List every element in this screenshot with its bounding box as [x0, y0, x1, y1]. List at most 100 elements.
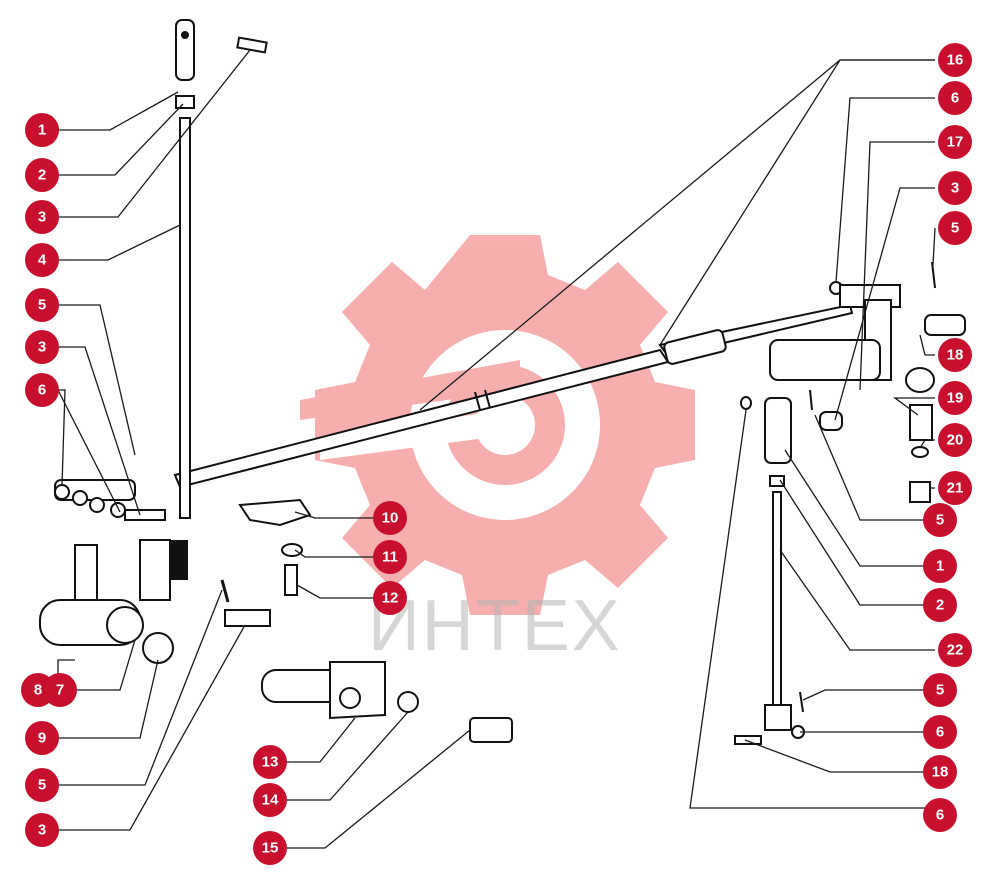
callout-number: 12 — [382, 590, 399, 607]
callout-marker — [938, 471, 972, 505]
callout-2: 2 — [25, 158, 59, 192]
callout-marker — [923, 673, 957, 707]
callout-number: 7 — [56, 682, 64, 699]
callout-11: 11 — [373, 540, 407, 574]
callout-marker — [938, 633, 972, 667]
callout-5: 5 — [923, 503, 957, 537]
callout-number: 20 — [947, 432, 964, 449]
callout-3: 3 — [25, 330, 59, 364]
callout-number: 8 — [34, 682, 42, 699]
callout-marker — [923, 755, 957, 789]
callout-marker — [25, 243, 59, 277]
callout-marker — [25, 813, 59, 847]
callout-number: 6 — [38, 382, 46, 399]
callout-marker — [923, 588, 957, 622]
callout-number: 13 — [262, 754, 279, 771]
callout-number: 16 — [947, 52, 964, 69]
callout-number: 5 — [38, 297, 46, 314]
callout-3: 3 — [25, 200, 59, 234]
vertical-rod-right — [734, 396, 805, 745]
callout-3: 3 — [938, 171, 972, 205]
callout-number: 1 — [936, 558, 944, 575]
callout-12: 12 — [373, 581, 407, 615]
callout-number: 3 — [38, 339, 46, 356]
callout-marker — [938, 125, 972, 159]
callout-number: 11 — [382, 549, 398, 566]
callout-22: 22 — [938, 633, 972, 667]
callout-number: 18 — [932, 764, 949, 781]
callout-6: 6 — [938, 81, 972, 115]
callout-number: 5 — [936, 512, 944, 529]
callout-number: 19 — [947, 390, 964, 407]
gear-icon — [300, 235, 695, 615]
callout-number: 6 — [936, 724, 944, 741]
callout-2: 2 — [923, 588, 957, 622]
callout-marker — [938, 81, 972, 115]
callout-number: 14 — [262, 792, 279, 809]
callout-number: 6 — [951, 90, 959, 107]
callout-marker — [25, 373, 59, 407]
callout-marker — [373, 501, 407, 535]
left-lever-assembly — [39, 479, 271, 664]
callout-number: 5 — [951, 220, 959, 237]
callout-number: 5 — [936, 682, 944, 699]
callout-1: 1 — [25, 113, 59, 147]
callout-marker — [253, 783, 287, 817]
callout-15: 15 — [253, 831, 287, 865]
callout-4: 4 — [25, 243, 59, 277]
callout-marker — [373, 581, 407, 615]
callout-9: 9 — [25, 721, 59, 755]
callout-10: 10 — [373, 501, 407, 535]
callout-number: 2 — [936, 597, 944, 614]
callout-marker — [938, 211, 972, 245]
callout-14: 14 — [253, 783, 287, 817]
callout-marker — [25, 288, 59, 322]
callout-number: 3 — [38, 209, 46, 226]
callout-number: 18 — [947, 347, 964, 364]
callout-marker — [253, 831, 287, 865]
callout-marker — [938, 338, 972, 372]
callout-7: 7 — [43, 673, 77, 707]
callout-5: 5 — [25, 768, 59, 802]
callout-number: 9 — [38, 730, 46, 747]
callout-20: 20 — [938, 423, 972, 457]
callout-21: 21 — [938, 471, 972, 505]
callout-marker — [373, 540, 407, 574]
callout-1: 1 — [923, 549, 957, 583]
callout-marker — [923, 715, 957, 749]
callout-number: 2 — [38, 167, 46, 184]
callout-number: 10 — [382, 510, 399, 527]
callout-marker — [923, 798, 957, 832]
callout-5: 5 — [25, 288, 59, 322]
callout-number: 22 — [947, 642, 964, 659]
leader-lines — [57, 49, 936, 849]
vertical-rod-left — [175, 19, 268, 519]
callout-marker — [25, 158, 59, 192]
callout-17: 17 — [938, 125, 972, 159]
callout-marker — [25, 330, 59, 364]
right-bellcrank-assembly — [769, 261, 966, 503]
callout-number: 6 — [936, 807, 944, 824]
bracket-and-fasteners — [238, 498, 312, 596]
callout-number: 4 — [38, 252, 47, 269]
callout-marker — [938, 423, 972, 457]
callout-marker — [923, 503, 957, 537]
control-cable — [173, 303, 854, 489]
callout-marker — [938, 171, 972, 205]
watermark: ИНТЕХ — [300, 235, 695, 666]
callout-number: 3 — [38, 822, 46, 839]
callout-number: 15 — [262, 840, 279, 857]
callout-5: 5 — [923, 673, 957, 707]
callout-number: 3 — [951, 180, 959, 197]
callout-13: 13 — [253, 745, 287, 779]
callout-19: 19 — [938, 381, 972, 415]
callout-6: 6 — [923, 715, 957, 749]
callout-marker — [923, 549, 957, 583]
callout-5: 5 — [938, 211, 972, 245]
shaft-and-washer — [261, 661, 513, 743]
callout-marker — [43, 673, 77, 707]
callout-marker — [938, 43, 972, 77]
callout-number: 5 — [38, 777, 46, 794]
